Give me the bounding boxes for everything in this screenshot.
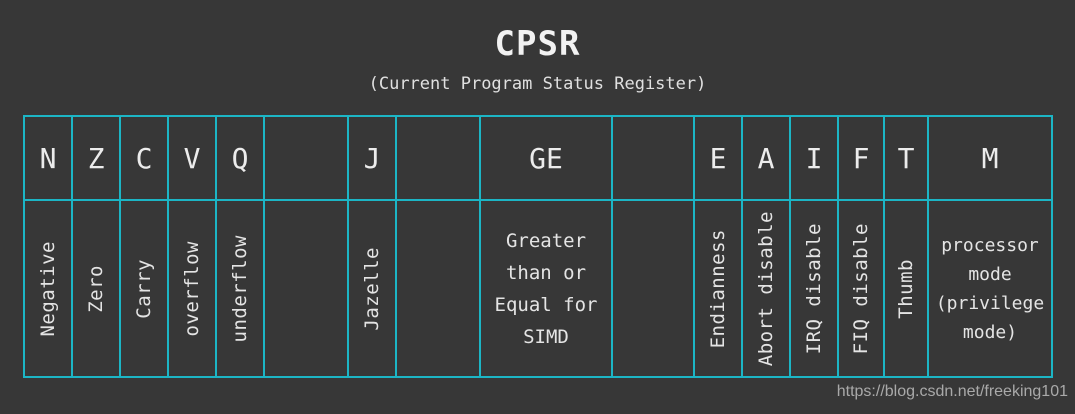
watermark-url: https://blog.csdn.net/freeking101 <box>836 383 1068 400</box>
bit-description-cell: overflow <box>169 201 215 376</box>
bit-letter: I <box>805 141 823 175</box>
bit-letter-cell: E <box>695 117 741 201</box>
bit-letter: N <box>39 141 57 175</box>
bit-letter: T <box>897 141 915 175</box>
bit-letter-cell: V <box>169 117 215 201</box>
bit-description-cell: Zero <box>73 201 119 376</box>
bit-description: Endianness <box>707 228 729 349</box>
bitfield-column-f: F FIQ disable <box>839 117 885 376</box>
bit-letter-cell: Z <box>73 117 119 201</box>
bit-letter-cell: F <box>839 117 883 201</box>
bit-letter: F <box>852 141 870 175</box>
bit-description: Thumb <box>895 258 917 319</box>
bit-description-cell: Greater than or Equal for SIMD <box>481 201 611 376</box>
bit-letter-cell: GE <box>481 117 611 201</box>
bitfield-column-v: V overflow <box>169 117 217 376</box>
bit-description-cell: Carry <box>121 201 167 376</box>
bit-description: Zero <box>85 264 107 313</box>
bit-description: Greater than or Equal for SIMD <box>494 229 598 348</box>
bit-description: underflow <box>229 234 251 343</box>
bit-letter: E <box>709 141 727 175</box>
cpsr-register-table: N Negative Z Zero C Carry V overflow Q u… <box>23 115 1053 378</box>
bit-description: Carry <box>133 258 155 319</box>
bit-description: processor mode (privilege mode) <box>935 234 1045 343</box>
bit-description-cell: IRQ disable <box>791 201 837 376</box>
bit-description-cell: underflow <box>217 201 263 376</box>
bit-letter: J <box>363 141 381 175</box>
bit-letter: M <box>981 141 999 175</box>
bit-description: FIQ disable <box>850 222 872 355</box>
bit-letter-cell: A <box>743 117 789 201</box>
bit-letter: A <box>757 141 775 175</box>
bit-letter: V <box>183 141 201 175</box>
bitfield-column-n: N Negative <box>25 117 73 376</box>
bit-description: Negative <box>37 240 59 337</box>
bit-letter: GE <box>529 141 563 175</box>
bitfield-column-reserved-1 <box>265 117 349 376</box>
page-title: CPSR <box>494 24 581 64</box>
bit-description-cell: FIQ disable <box>839 201 883 376</box>
bit-letter-cell: M <box>929 117 1051 201</box>
bitfield-column-ge: GE Greater than or Equal for SIMD <box>481 117 613 376</box>
bit-letter-cell: T <box>885 117 927 201</box>
bit-description-cell: Negative <box>25 201 71 376</box>
bit-letter-cell: Q <box>217 117 263 201</box>
bit-description: Jazelle <box>361 246 383 331</box>
bit-letter: C <box>135 141 153 175</box>
bit-description-cell <box>397 201 479 376</box>
bitfield-column-z: Z Zero <box>73 117 121 376</box>
bit-letter-cell <box>397 117 479 201</box>
bit-letter-cell: C <box>121 117 167 201</box>
bit-letter-cell: N <box>25 117 71 201</box>
bitfield-column-a: A Abort disable <box>743 117 791 376</box>
page-subtitle: (Current Program Status Register) <box>368 74 707 94</box>
bit-description: Abort disable <box>755 210 777 367</box>
bitfield-column-c: C Carry <box>121 117 169 376</box>
bit-description-cell <box>613 201 693 376</box>
bitfield-column-i: I IRQ disable <box>791 117 839 376</box>
bit-description-cell <box>265 201 347 376</box>
bitfield-column-j: J Jazelle <box>349 117 397 376</box>
bit-description-cell: Jazelle <box>349 201 395 376</box>
bit-letter: Q <box>231 141 249 175</box>
bit-description-cell: processor mode (privilege mode) <box>929 201 1051 376</box>
bitfield-column-t: T Thumb <box>885 117 929 376</box>
bit-description: overflow <box>181 240 203 337</box>
bit-description-cell: Endianness <box>695 201 741 376</box>
bit-letter-cell: I <box>791 117 837 201</box>
bitfield-column-m: M processor mode (privilege mode) <box>929 117 1051 376</box>
bit-letter: Z <box>87 141 105 175</box>
bit-letter-cell: J <box>349 117 395 201</box>
bit-description: IRQ disable <box>803 222 825 355</box>
bitfield-column-reserved-2 <box>397 117 481 376</box>
bit-description-cell: Thumb <box>885 201 927 376</box>
bit-letter-cell <box>265 117 347 201</box>
bit-description-cell: Abort disable <box>743 201 789 376</box>
bitfield-column-reserved-3 <box>613 117 695 376</box>
bit-letter-cell <box>613 117 693 201</box>
bitfield-column-q: Q underflow <box>217 117 265 376</box>
bitfield-column-e: E Endianness <box>695 117 743 376</box>
